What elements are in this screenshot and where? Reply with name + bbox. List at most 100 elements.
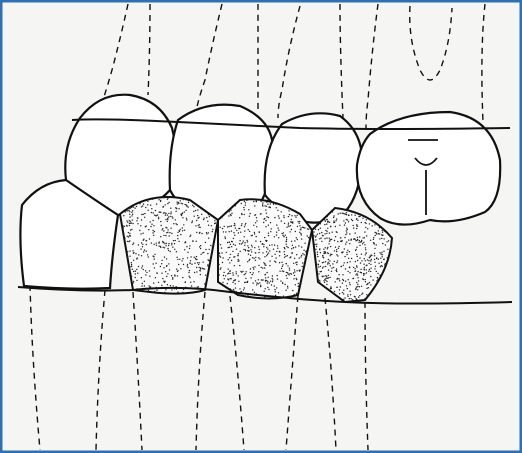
stipple-dot bbox=[370, 284, 371, 285]
stipple-dot bbox=[364, 258, 365, 259]
stipple-dot bbox=[379, 233, 380, 234]
stipple-dot bbox=[336, 254, 337, 255]
stipple-dot bbox=[359, 295, 360, 296]
stipple-dot bbox=[194, 257, 195, 258]
stipple-dot bbox=[382, 254, 383, 255]
stipple-dot bbox=[247, 281, 248, 282]
stipple-dot bbox=[175, 219, 176, 220]
stipple-dot bbox=[265, 288, 266, 289]
stipple-dot bbox=[283, 215, 284, 216]
stipple-dot bbox=[243, 240, 244, 241]
stipple-dot bbox=[352, 220, 353, 221]
stipple-dot bbox=[194, 272, 195, 273]
stipple-dot bbox=[236, 273, 237, 274]
stipple-dot bbox=[378, 233, 379, 234]
stipple-dot bbox=[294, 294, 295, 295]
stipple-dot bbox=[182, 227, 183, 228]
stipple-dot bbox=[335, 236, 336, 237]
stipple-dot bbox=[186, 219, 187, 220]
stipple-dot bbox=[178, 202, 179, 203]
stipple-dot bbox=[169, 232, 170, 233]
stipple-dot bbox=[342, 282, 343, 283]
stipple-dot bbox=[366, 235, 367, 236]
stipple-dot bbox=[131, 215, 132, 216]
stipple-dot bbox=[346, 212, 347, 213]
stipple-dot bbox=[342, 251, 343, 252]
stipple-dot bbox=[176, 251, 177, 252]
stipple-dot bbox=[275, 291, 276, 292]
stipple-dot bbox=[335, 281, 336, 282]
stipple-dot bbox=[132, 210, 133, 211]
stipple-dot bbox=[132, 219, 133, 220]
stipple-dot bbox=[161, 263, 162, 264]
stipple-dot bbox=[143, 269, 144, 270]
stipple-dot bbox=[150, 226, 151, 227]
stipple-dot bbox=[195, 210, 196, 211]
stipple-dot bbox=[273, 249, 274, 250]
stipple-dot bbox=[351, 239, 352, 240]
stipple-dot bbox=[156, 243, 157, 244]
stipple-dot bbox=[259, 282, 260, 283]
stipple-dot bbox=[153, 235, 154, 236]
stipple-dot bbox=[231, 246, 232, 247]
stipple-dot bbox=[323, 249, 324, 250]
stipple-dot bbox=[363, 242, 364, 243]
stipple-dot bbox=[294, 275, 295, 276]
stipple-dot bbox=[316, 246, 317, 247]
stipple-dot bbox=[277, 248, 278, 249]
stipple-dot bbox=[322, 235, 323, 236]
stipple-dot bbox=[258, 271, 259, 272]
stipple-dot bbox=[258, 279, 259, 280]
stipple-dot bbox=[293, 247, 294, 248]
stipple-dot bbox=[244, 287, 245, 288]
stipple-dot bbox=[381, 252, 382, 253]
stipple-dot bbox=[346, 232, 347, 233]
stipple-dot bbox=[348, 221, 349, 222]
stipple-dot bbox=[186, 218, 187, 219]
stipple-dot bbox=[138, 244, 139, 245]
stipple-dot bbox=[141, 255, 142, 256]
stipple-dot bbox=[282, 270, 283, 271]
stipple-dot bbox=[334, 291, 335, 292]
stipple-dot bbox=[319, 281, 320, 282]
stipple-dot bbox=[263, 222, 264, 223]
stipple-dot bbox=[129, 216, 130, 217]
stipple-dot bbox=[276, 232, 277, 233]
stipple-dot bbox=[266, 206, 267, 207]
stipple-dot bbox=[283, 232, 284, 233]
stipple-dot bbox=[255, 280, 256, 281]
stipple-dot bbox=[332, 211, 333, 212]
stipple-dot bbox=[158, 217, 159, 218]
stipple-dot bbox=[334, 261, 335, 262]
stipple-dot bbox=[285, 235, 286, 236]
stipple-dot bbox=[177, 203, 178, 204]
stipple-dot bbox=[258, 246, 259, 247]
stipple-dot bbox=[177, 270, 178, 271]
stipple-dot bbox=[226, 252, 227, 253]
stipple-dot bbox=[137, 273, 138, 274]
stipple-dot bbox=[346, 219, 347, 220]
stipple-dot bbox=[246, 271, 247, 272]
stipple-dot bbox=[181, 215, 182, 216]
stipple-dot bbox=[171, 289, 172, 290]
stipple-dot bbox=[381, 262, 382, 263]
stipple-dot bbox=[142, 244, 143, 245]
stipple-dot bbox=[315, 235, 316, 236]
stipple-dot bbox=[249, 231, 250, 232]
stipple-dot bbox=[286, 241, 287, 242]
stipple-dot bbox=[354, 271, 355, 272]
stipple-dot bbox=[229, 242, 230, 243]
stipple-dot bbox=[289, 214, 290, 215]
stipple-dot bbox=[190, 260, 191, 261]
stipple-dot bbox=[347, 250, 348, 251]
stipple-dot bbox=[351, 298, 352, 299]
stipple-dot bbox=[163, 242, 164, 243]
stipple-dot bbox=[342, 274, 343, 275]
stipple-dot bbox=[228, 273, 229, 274]
stipple-dot bbox=[356, 225, 357, 226]
stipple-dot bbox=[261, 279, 262, 280]
stipple-dot bbox=[300, 227, 301, 228]
stipple-dot bbox=[260, 286, 261, 287]
stipple-dot bbox=[168, 250, 169, 251]
stipple-dot bbox=[361, 260, 362, 261]
